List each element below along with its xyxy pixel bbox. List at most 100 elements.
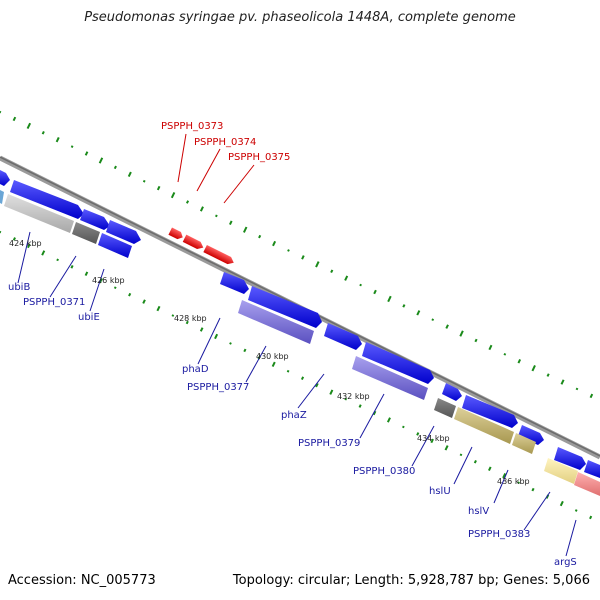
gc-dot — [56, 258, 59, 262]
gene-PSPPH_0374[interactable] — [182, 234, 205, 252]
red-gene-labels: PSPPH_0373 PSPPH_0374 PSPPH_0375 — [161, 121, 290, 163]
gene-arrow[interactable] — [0, 170, 10, 186]
red-leader-lines — [177, 133, 255, 204]
gc-dot — [84, 271, 89, 277]
gc-dot — [142, 179, 146, 183]
gc-dot — [315, 261, 320, 268]
gc-dot — [344, 275, 349, 281]
gene-label-ubiE[interactable]: ubiE — [78, 312, 100, 323]
feature-block — [72, 222, 100, 244]
tick-label-436: 436 kbp — [497, 477, 530, 486]
gc-dot — [503, 352, 507, 356]
gc-dot — [142, 299, 146, 304]
feature-block — [512, 433, 536, 454]
gc-dot — [445, 324, 449, 329]
gc-dot — [459, 453, 463, 457]
gc-dot — [459, 330, 464, 337]
gene-phaD-cds[interactable] — [220, 272, 249, 294]
gc-dot — [330, 269, 334, 274]
gc-dot — [344, 397, 348, 401]
gene-arrow[interactable] — [106, 220, 141, 244]
gc-dot — [444, 445, 449, 451]
gc-dot — [26, 122, 32, 129]
gc-dot — [128, 292, 132, 297]
gene-hslV-cds[interactable] — [518, 425, 544, 445]
feature-track-lower — [0, 190, 600, 496]
tick-label-424: 424 kbp — [9, 239, 42, 248]
gc-dot — [416, 310, 421, 316]
gc-dot — [575, 387, 579, 391]
gc-dot — [315, 382, 319, 388]
gc-dot — [473, 459, 477, 464]
gc-dot — [185, 320, 189, 325]
tick-label-428: 428 kbp — [174, 314, 207, 323]
gc-dot — [560, 379, 565, 385]
gc-dot — [41, 130, 45, 135]
gc-dot — [214, 333, 219, 340]
feature-block — [98, 233, 132, 258]
gene-label-PSPPH_0380[interactable]: PSPPH_0380 — [353, 466, 415, 477]
gene-label-ubiB[interactable]: ubiB — [8, 282, 30, 293]
gc-dot — [574, 509, 578, 512]
gene-label-phaD[interactable]: phaD — [182, 364, 209, 375]
feature-block — [4, 194, 74, 233]
gc-dot — [402, 304, 406, 308]
feature-block — [0, 190, 4, 204]
gene-PSPPH_0380-cds[interactable] — [442, 383, 462, 401]
gc-dot — [55, 137, 60, 143]
gc-dot — [170, 191, 176, 199]
gc-dot — [488, 344, 493, 351]
gc-dot — [359, 283, 362, 287]
gene-label-PSPPH_0374[interactable]: PSPPH_0374 — [194, 137, 256, 148]
gene-label-phaZ[interactable]: phaZ — [281, 410, 307, 421]
gc-dot — [215, 214, 218, 218]
cds-track-forward — [0, 170, 600, 478]
gene-label-PSPPH_0373[interactable]: PSPPH_0373 — [161, 121, 223, 132]
tick-label-430: 430 kbp — [256, 352, 289, 361]
feature-block — [454, 407, 514, 444]
gene-ubiE-cds[interactable] — [80, 209, 110, 230]
feature-block — [574, 472, 600, 496]
gc-dot — [243, 226, 248, 233]
gc-dot — [372, 410, 377, 416]
gc-dot — [430, 438, 434, 444]
gc-dot — [70, 265, 74, 269]
gc-dot — [286, 369, 290, 373]
gc-dots-inner — [0, 230, 593, 520]
gc-dot — [70, 145, 74, 148]
gene-PSPPH_0373[interactable] — [168, 227, 184, 241]
gene-hslU-cds[interactable] — [462, 395, 518, 428]
gene-phaZ-cds[interactable] — [324, 323, 362, 350]
gc-dot — [84, 151, 89, 156]
gene-label-PSPPH_0377[interactable]: PSPPH_0377 — [187, 382, 249, 393]
gene-ubiB-cds[interactable] — [10, 180, 84, 219]
gene-label-PSPPH_0375[interactable]: PSPPH_0375 — [228, 152, 290, 163]
gc-dot — [373, 289, 377, 295]
tick-label-426: 426 kbp — [92, 276, 125, 285]
gc-dot — [199, 327, 204, 332]
gene-label-PSPPH_0379[interactable]: PSPPH_0379 — [298, 438, 360, 449]
footer-topology: Topology: circular; Length: 5,928,787 bp… — [232, 573, 590, 588]
gc-dots-outer — [0, 110, 594, 399]
tick-labels: 424 kbp 426 kbp 428 kbp 430 kbp 432 kbp … — [9, 239, 530, 486]
gc-dot — [559, 500, 564, 507]
gene-label-argS[interactable]: argS — [554, 557, 577, 568]
gene-label-PSPPH_0383[interactable]: PSPPH_0383 — [468, 529, 530, 540]
gc-dot — [531, 365, 536, 372]
feature-block — [238, 300, 314, 344]
gene-PSPPH_0383-cds[interactable] — [554, 447, 586, 470]
gc-dot — [243, 348, 247, 353]
gene-PSPPH_0375[interactable] — [203, 244, 235, 266]
feature-block — [544, 458, 578, 484]
gc-dot — [300, 376, 305, 381]
gc-dot — [171, 314, 175, 317]
gene-PSPPH_0377-cds[interactable] — [248, 286, 322, 328]
feature-block — [434, 398, 456, 418]
gene-label-hslU[interactable]: hslU — [429, 486, 451, 497]
gene-label-PSPPH_0371[interactable]: PSPPH_0371 — [23, 297, 85, 308]
gene-PSPPH_0379-cds[interactable] — [362, 342, 434, 384]
gene-label-hslV[interactable]: hslV — [468, 506, 489, 517]
gc-dot — [517, 481, 520, 484]
gc-dot — [502, 473, 507, 479]
gene-argS-cds[interactable] — [584, 460, 600, 478]
